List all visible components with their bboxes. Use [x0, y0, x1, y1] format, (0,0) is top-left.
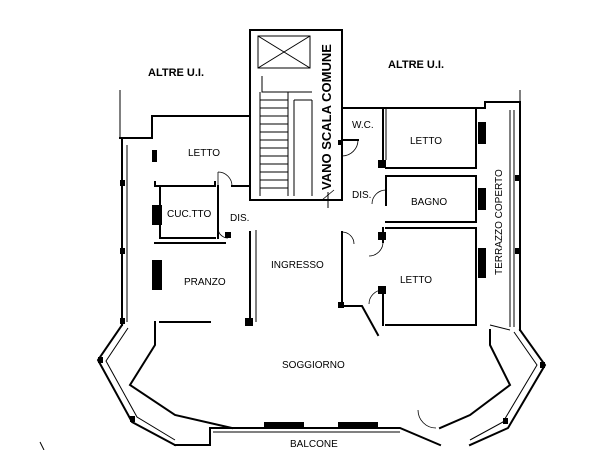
interior-walls-right — [338, 107, 477, 337]
room-labels: ALTRE U.I. ALTRE U.I. VANO SCALA COMUNE … — [148, 44, 505, 450]
label-bagno: BAGNO — [411, 197, 447, 208]
label-balcone: BALCONE — [290, 439, 338, 450]
stair-steps — [259, 76, 313, 196]
label-letto-nw: LETTO — [188, 148, 220, 159]
interior-walls-left — [154, 171, 257, 326]
label-soggiorno: SOGGIORNO — [282, 360, 345, 371]
living-room-walls — [128, 321, 512, 430]
label-letto-se: LETTO — [400, 275, 432, 286]
outer-walls — [96, 90, 547, 447]
facade-windows — [98, 122, 545, 428]
label-wc: W.C. — [352, 120, 374, 131]
label-terrazzo: TERRAZZO COPERTO — [494, 169, 505, 275]
label-dis-right: DIS. — [352, 190, 371, 201]
label-letto-ne: LETTO — [410, 136, 442, 147]
label-ingresso: INGRESSO — [271, 260, 324, 271]
stair-core — [249, 29, 343, 208]
label-vano-scala: VANO SCALA COMUNE — [319, 44, 334, 190]
label-altre-right: ALTRE U.I. — [388, 59, 444, 71]
label-pranzo: PRANZO — [184, 277, 226, 288]
label-altre-left: ALTRE U.I. — [148, 67, 204, 79]
label-dis-left: DIS. — [230, 213, 249, 224]
label-cucina: CUC.TTO — [167, 209, 211, 220]
